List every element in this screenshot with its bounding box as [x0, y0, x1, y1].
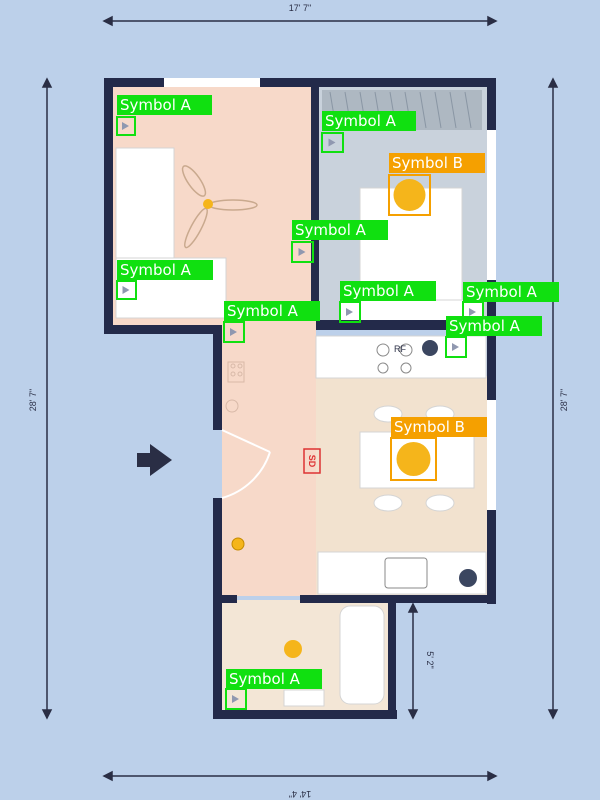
symbol-label-background	[389, 153, 485, 173]
dimension-lines	[41, 15, 559, 782]
range-label: RF	[394, 344, 406, 354]
symbol-label: Symbol A	[466, 283, 538, 301]
ceiling-light-icon	[396, 442, 431, 476]
symbol-a-annotation: Symbol A	[462, 282, 559, 323]
symbol-bounding-box	[321, 132, 344, 153]
outlet-icon	[232, 695, 239, 703]
symbol-label: Symbol A	[295, 221, 367, 239]
symbol-label-background	[340, 281, 436, 301]
symbol-b-annotation: Symbol B	[388, 153, 485, 216]
symbol-bounding-box	[390, 437, 437, 481]
outlet-icon	[346, 308, 353, 316]
plant-icon	[422, 340, 438, 356]
symbol-label: Symbol A	[227, 302, 299, 320]
dimension-bottom: 14' 4"	[289, 789, 311, 799]
symbol-a-annotation: Symbol A	[321, 111, 416, 153]
dimension-bath: 5' 2"	[425, 651, 435, 668]
symbol-a-annotation: Symbol A	[445, 316, 542, 358]
symbol-bounding-box	[116, 280, 137, 300]
outlet-icon	[230, 328, 237, 336]
outlet-icon	[122, 286, 130, 294]
outlet-icon	[452, 343, 459, 351]
ceiling-fan-icon	[181, 165, 258, 249]
entrance-arrow-icon	[137, 444, 172, 476]
ceiling-light-icon	[393, 179, 426, 211]
symbol-a-annotation: Symbol A	[116, 95, 212, 136]
window	[164, 78, 260, 87]
symbol-label-background	[391, 417, 487, 437]
bathtub	[339, 605, 385, 705]
symbol-label: Symbol A	[449, 317, 521, 335]
dimension-right: 28' 7"	[559, 389, 569, 411]
symbol-annotations: Symbol A Symbol A Symbol B Symbol A Symbol A…	[116, 95, 559, 710]
dining-chair	[373, 494, 403, 512]
outlet-icon	[298, 248, 306, 256]
thermostat-icon	[225, 399, 239, 413]
symbol-bounding-box	[291, 241, 314, 263]
symbol-label-background	[224, 301, 320, 321]
symbol-label-background	[322, 111, 416, 131]
symbol-a-annotation: Symbol A	[339, 281, 436, 323]
symbol-label: Symbol A	[120, 96, 192, 114]
outlet-icon	[328, 138, 336, 147]
symbol-label: Symbol A	[120, 261, 192, 279]
symbol-b-annotation: Symbol B	[390, 417, 487, 481]
entry-door	[221, 429, 271, 499]
walls	[104, 78, 496, 719]
symbol-label-background	[292, 220, 388, 240]
symbol-label: Symbol B	[392, 154, 463, 172]
symbol-label-background	[463, 282, 559, 302]
symbol-label: Symbol B	[394, 418, 465, 436]
symbol-label: Symbol A	[229, 670, 301, 688]
hvac-vent-icon	[227, 361, 245, 383]
symbol-a-annotation: Symbol A	[223, 301, 320, 343]
symbol-label: Symbol A	[343, 282, 415, 300]
wall-light-icon	[231, 537, 245, 551]
symbol-label-background	[446, 316, 542, 336]
symbol-a-annotation: Symbol A	[291, 220, 388, 263]
symbol-label: Symbol A	[325, 112, 397, 130]
dimension-top: 17' 7"	[289, 3, 311, 13]
symbol-bounding-box	[339, 301, 361, 323]
symbol-a-annotation: Symbol A	[116, 260, 213, 300]
outlet-icon	[469, 308, 476, 316]
dimension-left: 28' 7"	[28, 389, 38, 411]
symbol-a-annotation: Symbol A	[225, 669, 322, 710]
kitchen-counter-lower	[317, 551, 487, 595]
bathroom-light-icon	[284, 640, 302, 658]
symbol-label-background	[117, 95, 212, 115]
symbol-bounding-box	[388, 174, 431, 216]
dining-chair	[425, 494, 455, 512]
symbol-bounding-box	[116, 116, 136, 136]
window	[487, 400, 496, 510]
kitchen-sink-icon	[384, 557, 428, 589]
symbol-label-background	[226, 669, 322, 689]
plant-icon	[459, 569, 477, 587]
smoke-detector-icon: SD	[303, 448, 321, 474]
vanity	[283, 689, 325, 707]
window	[487, 130, 496, 280]
outlet-icon	[122, 122, 129, 130]
symbol-label-background	[117, 260, 213, 280]
symbol-bounding-box	[445, 336, 467, 358]
stove-icon	[376, 343, 413, 374]
symbol-bounding-box	[223, 321, 245, 343]
svg-text:SD: SD	[307, 455, 317, 468]
